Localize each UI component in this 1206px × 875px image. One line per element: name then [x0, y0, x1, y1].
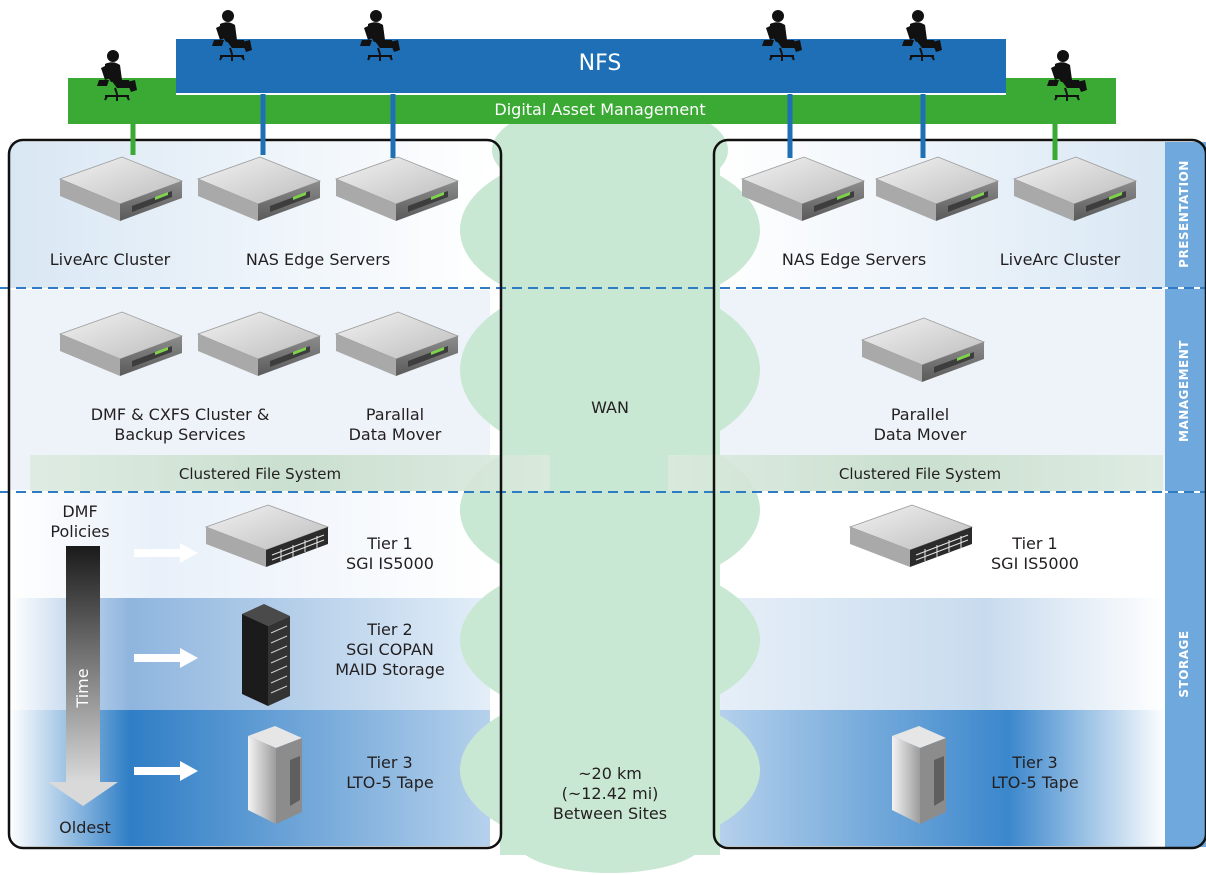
tape-library-icon: [248, 726, 302, 824]
layer-side-bar: [1165, 142, 1206, 847]
tier-line: Tier 2: [367, 620, 413, 639]
presentation-layer-label: PRESENTATION: [1177, 160, 1191, 268]
wan-label: WAN: [591, 398, 629, 417]
right-nas-label: NAS Edge Servers: [781, 250, 927, 269]
tier-line: SGI IS5000: [991, 554, 1079, 573]
data-mover-line: Data Mover: [873, 425, 967, 444]
tier-line: MAID Storage: [335, 660, 445, 679]
left-cfs-band: [30, 455, 550, 491]
left-tier1-label: Tier 1 SGI IS5000: [325, 534, 455, 574]
dmf-policies-label: DMF Policies: [30, 502, 130, 542]
distance-line: ~20 km: [578, 764, 642, 783]
data-mover-line: Parallel: [890, 405, 950, 424]
distance-line: Between Sites: [552, 804, 668, 823]
left-nas-label: NAS Edge Servers: [245, 250, 391, 269]
right-cfs-label: Clustered File System: [838, 465, 1002, 483]
distance-label: ~20 km (~12.42 mi) Between Sites: [530, 764, 690, 824]
dmf-cluster-line: DMF & CXFS Cluster &: [90, 405, 270, 424]
oldest-label: Oldest: [59, 818, 111, 837]
dmf-cluster-label: DMF & CXFS Cluster & Backup Services: [70, 405, 290, 445]
right-tier3-label: Tier 3 LTO-5 Tape: [970, 753, 1100, 793]
tape-library-icon: [892, 726, 946, 824]
maid-rack-icon: [242, 604, 290, 706]
left-cfs-label: Clustered File System: [178, 465, 342, 483]
storage-layer-label: STORAGE: [1177, 630, 1191, 698]
right-cfs-band: [668, 455, 1163, 491]
management-layer-label: MANAGEMENT: [1177, 340, 1191, 442]
tier-line: LTO-5 Tape: [346, 773, 434, 792]
right-livearc-label: LiveArc Cluster: [999, 250, 1121, 269]
wan-cloud: [460, 100, 760, 873]
dmf-cluster-line: Backup Services: [114, 425, 246, 444]
dam-label: Digital Asset Management: [494, 100, 706, 119]
tier-line: SGI COPAN: [346, 640, 434, 659]
distance-line: (~12.42 mi): [561, 784, 659, 803]
dam-bar: [68, 94, 1116, 124]
nfs-label: NFS: [578, 51, 622, 76]
tier-line: Tier 1: [367, 534, 413, 553]
policy-arrows: [134, 543, 198, 781]
tier-line: Tier 3: [1012, 753, 1058, 772]
right-tier2-bg: [716, 598, 1166, 710]
left-data-mover-label: Parallal Data Mover: [330, 405, 460, 445]
tier-line: SGI IS5000: [346, 554, 434, 573]
time-label: Time: [73, 668, 92, 708]
policies-line: DMF: [62, 502, 98, 521]
right-tier1-label: Tier 1 SGI IS5000: [970, 534, 1100, 574]
left-site-box: [7, 138, 503, 850]
policies-line: Policies: [50, 522, 110, 541]
nfs-bar: [174, 37, 1008, 95]
tier-line: Tier 3: [367, 753, 413, 772]
data-mover-line: Data Mover: [348, 425, 442, 444]
left-tier3-label: Tier 3 LTO-5 Tape: [325, 753, 455, 793]
storage-array-icon: [849, 504, 973, 568]
data-mover-line: Parallal: [365, 405, 425, 424]
time-arrow: [48, 546, 118, 806]
tier-line: Tier 1: [1012, 534, 1058, 553]
left-tier2-label: Tier 2 SGI COPAN MAID Storage: [325, 620, 455, 680]
right-site-box: [712, 138, 1206, 850]
right-data-mover-label: Parallel Data Mover: [850, 405, 990, 445]
tier-line: LTO-5 Tape: [991, 773, 1079, 792]
left-livearc-label: LiveArc Cluster: [49, 250, 171, 269]
